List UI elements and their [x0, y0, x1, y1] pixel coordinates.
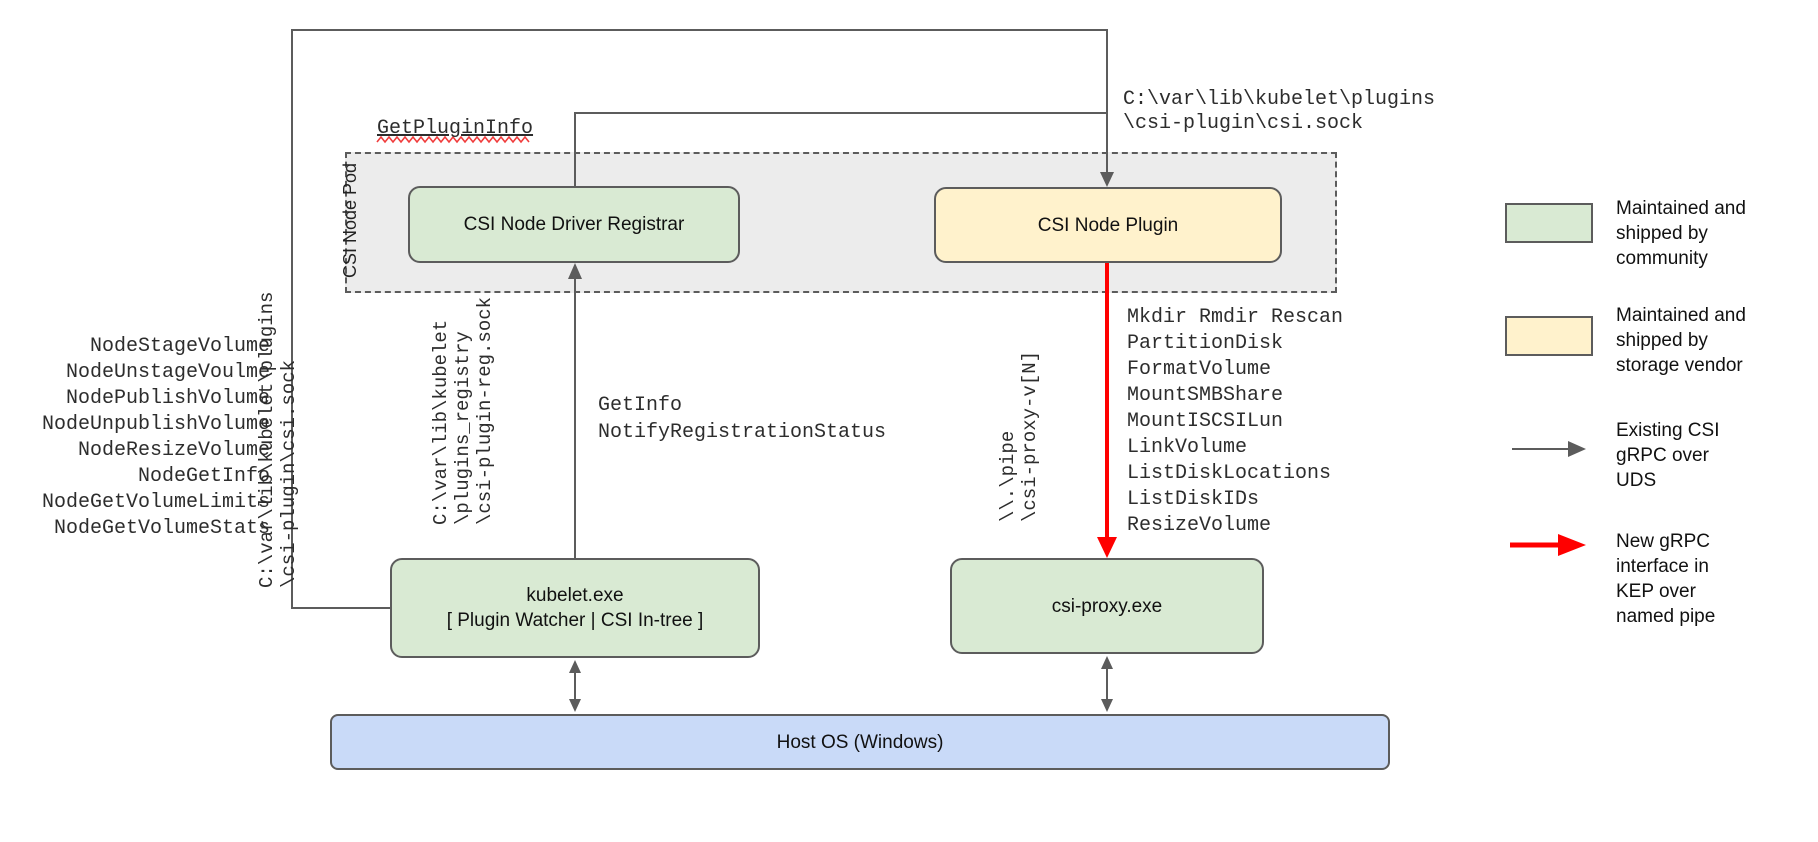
proxy-method-item: Mkdir Rmdir Rescan [1127, 306, 1344, 329]
kubelet-label-line1: kubelet.exe [526, 585, 624, 606]
named-pipe-path-label: \\.\pipe \csi-proxy-v[N] [997, 350, 1041, 522]
node-method-item: NodeUnstageVoulme [65, 361, 270, 384]
kubelet-hostos-arrow [569, 660, 581, 712]
proxy-methods-list: Mkdir Rmdir Rescan PartitionDisk FormatV… [1127, 305, 1343, 539]
csi-node-plugin-box: CSI Node Plugin [934, 187, 1282, 263]
proxy-method-item: ListDiskLocations [1127, 462, 1332, 485]
node-method-item: NodeResizeVolume [77, 439, 270, 462]
legend-community-label: Maintained and shipped by community [1616, 198, 1746, 269]
legend-named-pipe-label: New gRPC interface in KEP over named pip… [1616, 531, 1716, 627]
proxy-method-item: LinkVolume [1127, 436, 1248, 459]
legend-named-pipe-arrow-icon [1510, 534, 1586, 556]
node-methods-list: NodeStageVolume NodeUnstageVoulme NodePu… [0, 334, 270, 542]
node-method-item: NodeStageVolume [89, 335, 270, 358]
legend-uds-label: Existing CSI gRPC over UDS [1616, 420, 1720, 491]
proxy-method-item: MountSMBShare [1127, 384, 1284, 407]
registrar-calls-label: GetInfo NotifyRegistrationStatus [598, 394, 887, 444]
csi-proxy-label: csi-proxy.exe [1051, 595, 1163, 617]
plugin-to-proxy-named-pipe-arrow [1097, 263, 1117, 558]
registration-sock-path-label: C:\var\lib\kubelet \plugins_registry \cs… [430, 296, 496, 525]
host-os-label: Host OS (Windows) [776, 731, 944, 753]
csi-node-driver-registrar-box: CSI Node Driver Registrar [408, 186, 740, 263]
kubelet-box: kubelet.exe [ Plugin Watcher | CSI In-tr… [390, 558, 760, 658]
legend-community-swatch [1505, 203, 1593, 243]
node-method-item: NodePublishVolume [65, 387, 270, 410]
proxy-method-item: MountISCSILun [1127, 410, 1284, 433]
proxy-method-item: ResizeVolume [1127, 514, 1272, 537]
registrar-label: CSI Node Driver Registrar [463, 214, 685, 235]
spellcheck-squiggle [376, 135, 530, 144]
proxy-method-item: PartitionDisk [1127, 332, 1284, 355]
host-os-box: Host OS (Windows) [330, 714, 1390, 770]
plugin-label: CSI Node Plugin [1037, 214, 1179, 236]
getplugininfo-label: GetPluginInfo [377, 117, 534, 140]
kubelet-to-plugin-uds-connector [291, 29, 1114, 609]
kubelet-label-line2: [ Plugin Watcher | CSI In-tree ] [446, 610, 704, 631]
proxy-method-item: ListDiskIDs [1127, 488, 1260, 511]
legend-uds-arrow-icon [1512, 441, 1586, 457]
csi-sock-path-top-label: C:\var\lib\kubelet\plugins \csi-plugin\c… [1123, 88, 1436, 135]
getplugininfo-connector [574, 112, 1107, 186]
csi-proxy-box: csi-proxy.exe [950, 558, 1264, 654]
csi-node-pod-label: CSI Node Pod [340, 162, 360, 278]
legend-vendor-label: Maintained and shipped by storage vendor [1616, 305, 1746, 376]
proxy-method-item: FormatVolume [1127, 358, 1272, 381]
node-method-item: NodeGetVolumeLimits [41, 491, 270, 514]
node-method-item: NodeGetVolumeStats [53, 517, 270, 540]
legend-vendor-swatch [1505, 316, 1593, 356]
node-method-item: NodeUnpublishVolume [41, 413, 270, 436]
node-method-item: NodeGetInfo [137, 465, 270, 488]
kubelet-to-registrar-arrow [568, 263, 582, 558]
proxy-hostos-arrow [1101, 656, 1113, 712]
